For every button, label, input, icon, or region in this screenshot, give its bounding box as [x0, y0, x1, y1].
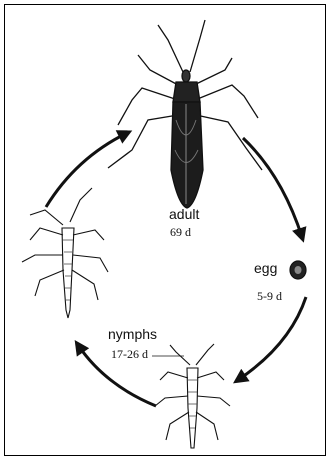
arrow-adult-to-egg [243, 138, 302, 237]
nymph-bug-icon [22, 188, 108, 318]
adult-bug-icon [108, 20, 262, 208]
arrow-nymph-to-adult [46, 133, 127, 207]
egg-duration: 5-9 d [257, 289, 282, 304]
arrow-egg-to-late-nymph [238, 297, 306, 380]
egg-icon [290, 261, 306, 279]
adult-duration: 69 d [170, 225, 191, 240]
nymphs-label: nymphs [108, 326, 157, 342]
egg-label: egg [254, 260, 277, 276]
late-nymph-bug-icon [155, 344, 230, 448]
adult-label: adult [169, 206, 199, 222]
nymphs-duration: 17-26 d [111, 347, 148, 362]
